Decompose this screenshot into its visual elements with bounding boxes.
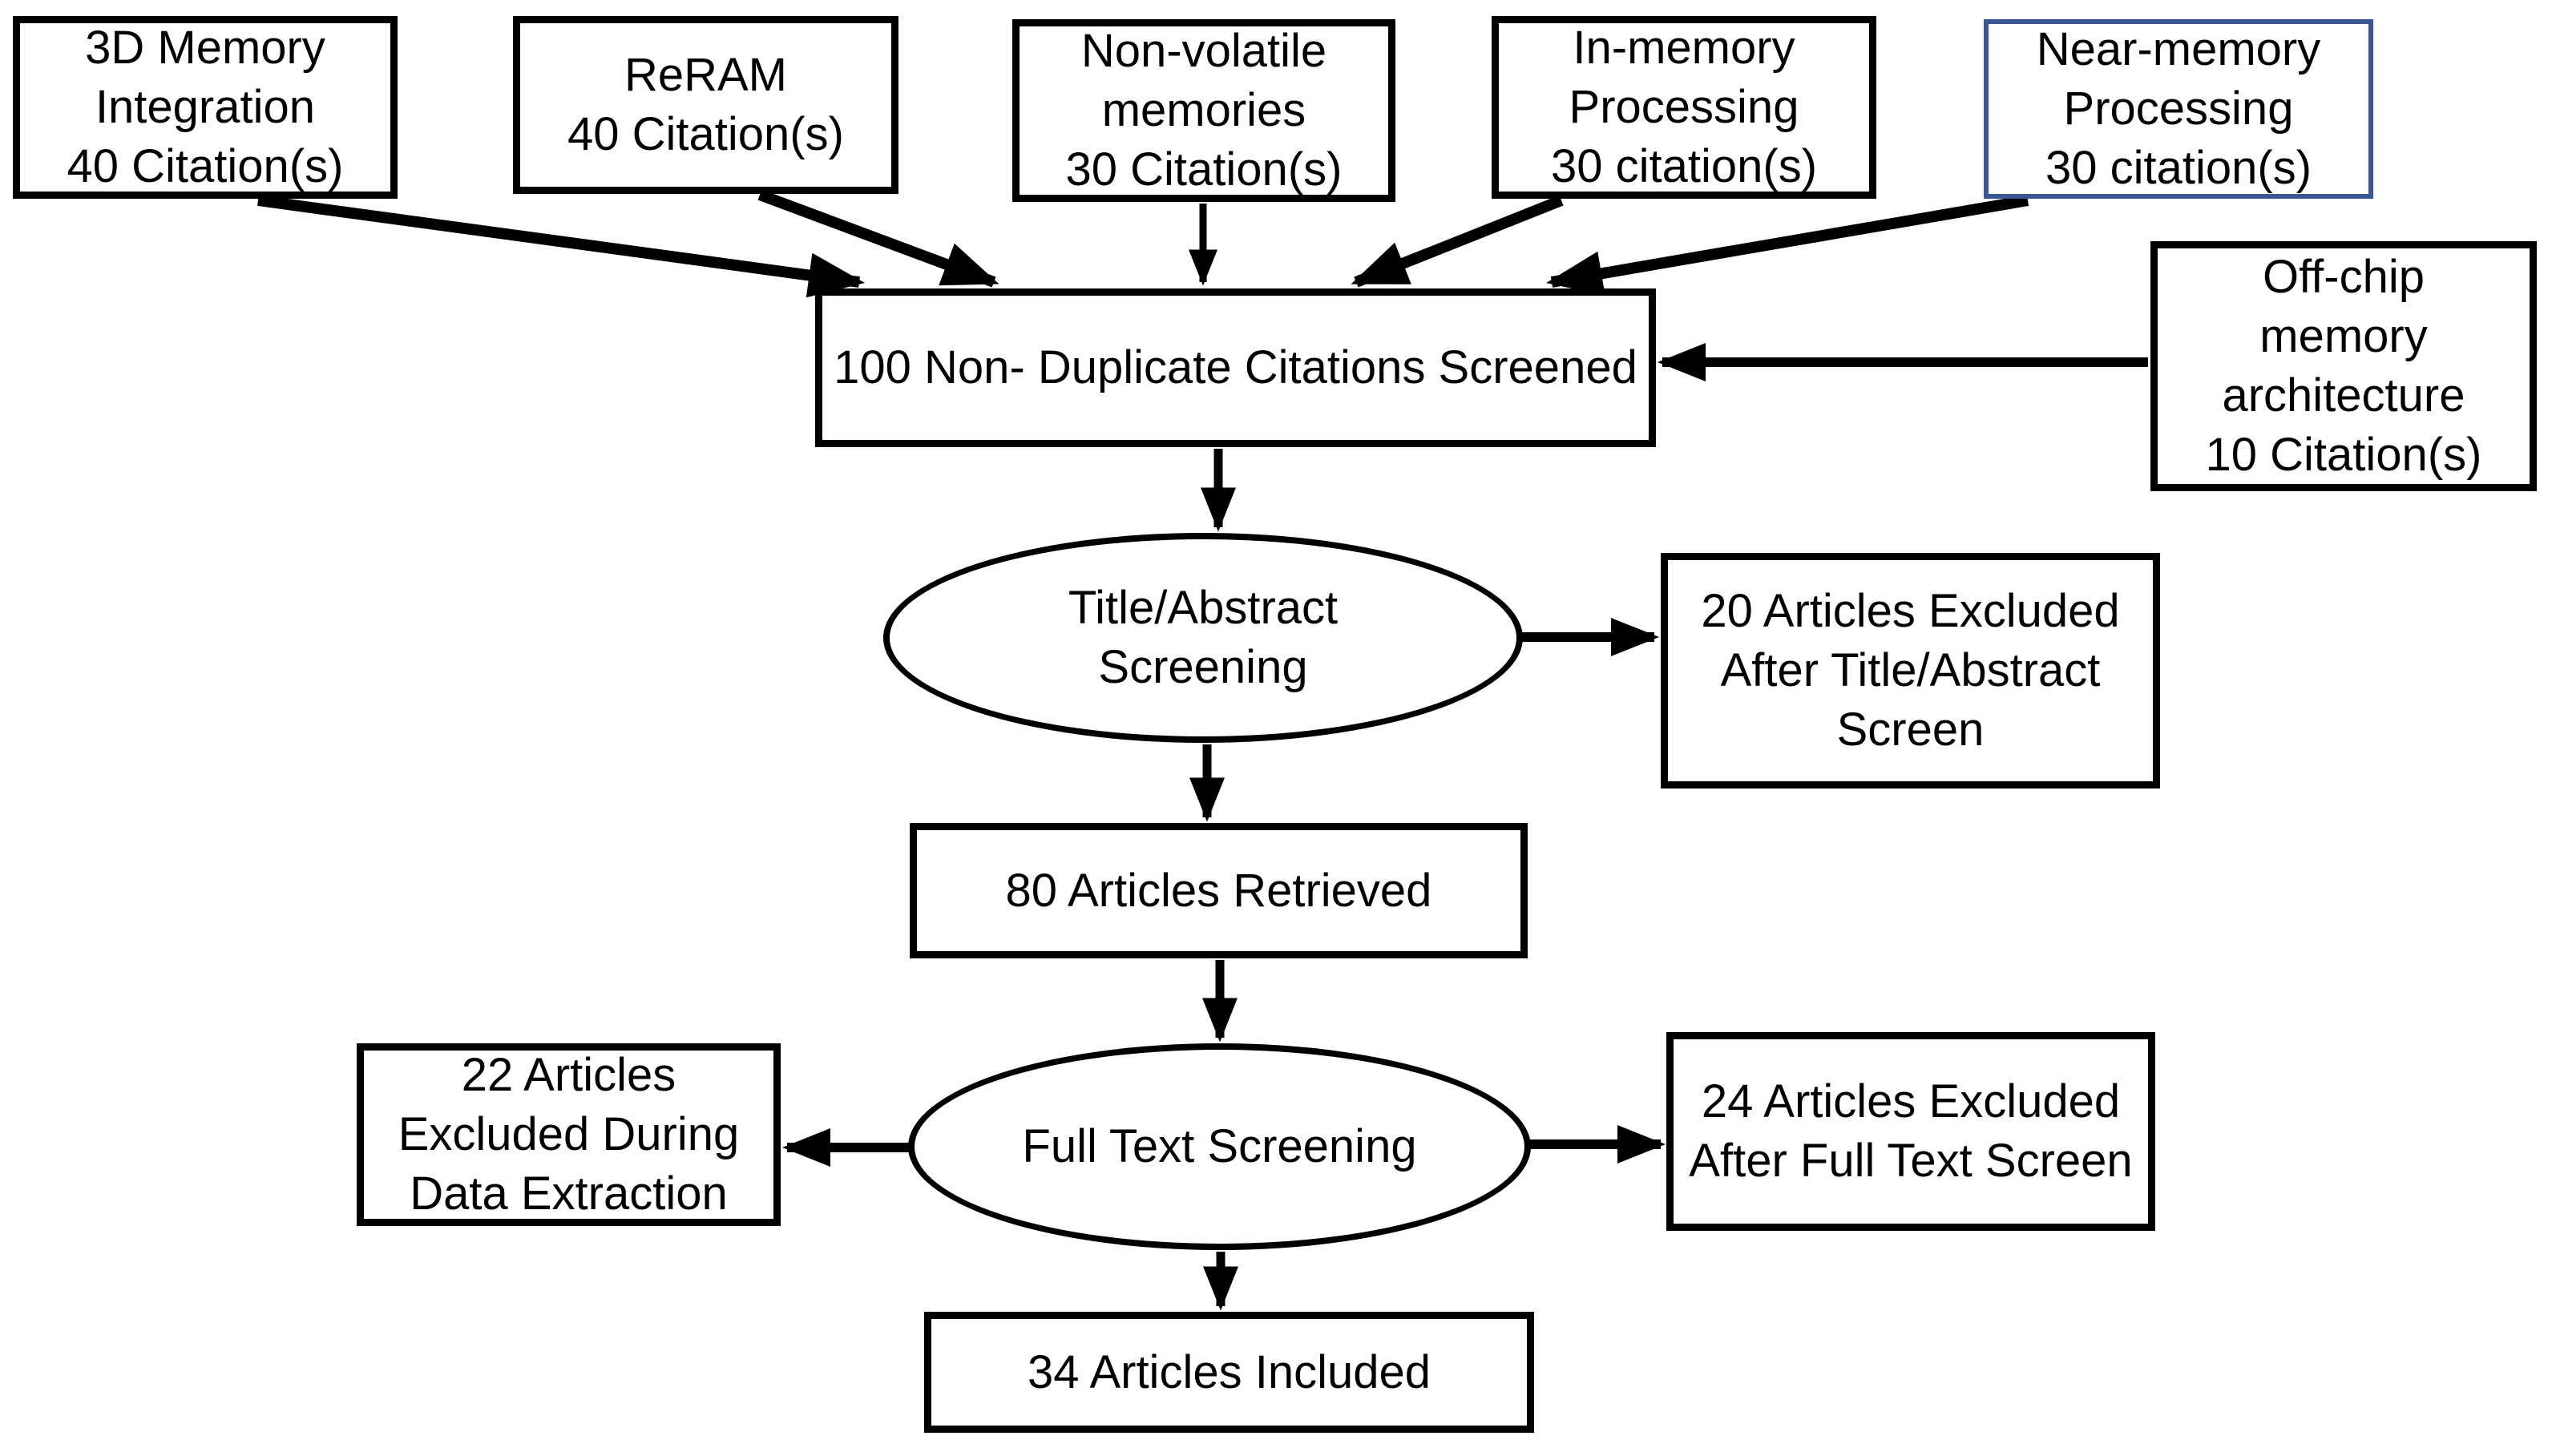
node-non-duplicate-citations-screened: 100 Non- Duplicate Citations Screened [815, 288, 1656, 447]
node-articles-retrieved: 80 Articles Retrieved [910, 823, 1528, 958]
node-title-abstract-screening: Title/Abstract Screening [883, 533, 1523, 743]
node-in-memory-processing: In-memory Processing 30 citation(s) [1492, 16, 1876, 199]
arrow-reram-to-screened [757, 189, 999, 288]
node-reram: ReRAM 40 Citation(s) [513, 16, 898, 194]
node-full-text-screening: Full Text Screening [908, 1043, 1531, 1250]
arrow-3d-memory-to-screened [257, 195, 865, 298]
node-3d-memory-integration: 3D Memory Integration 40 Citation(s) [13, 16, 398, 199]
node-non-volatile-memories: Non-volatile memories 30 Citation(s) [1012, 19, 1395, 202]
node-excluded-during-data-extraction: 22 Articles Excluded During Data Extract… [357, 1043, 781, 1226]
node-excluded-after-full-text: 24 Articles Excluded After Full Text Scr… [1666, 1032, 2155, 1231]
node-off-chip-memory-architecture: Off-chip memory architecture 10 Citation… [2150, 241, 2537, 491]
arrow-in-memory-to-screened [1351, 195, 1564, 288]
node-near-memory-processing: Near-memory Processing 30 citation(s) [1984, 19, 2373, 199]
node-excluded-after-title-abstract: 20 Articles Excluded After Title/Abstrac… [1661, 553, 2160, 788]
node-articles-included: 34 Articles Included [924, 1312, 1534, 1433]
arrow-near-memory-to-screened [1546, 195, 2029, 296]
